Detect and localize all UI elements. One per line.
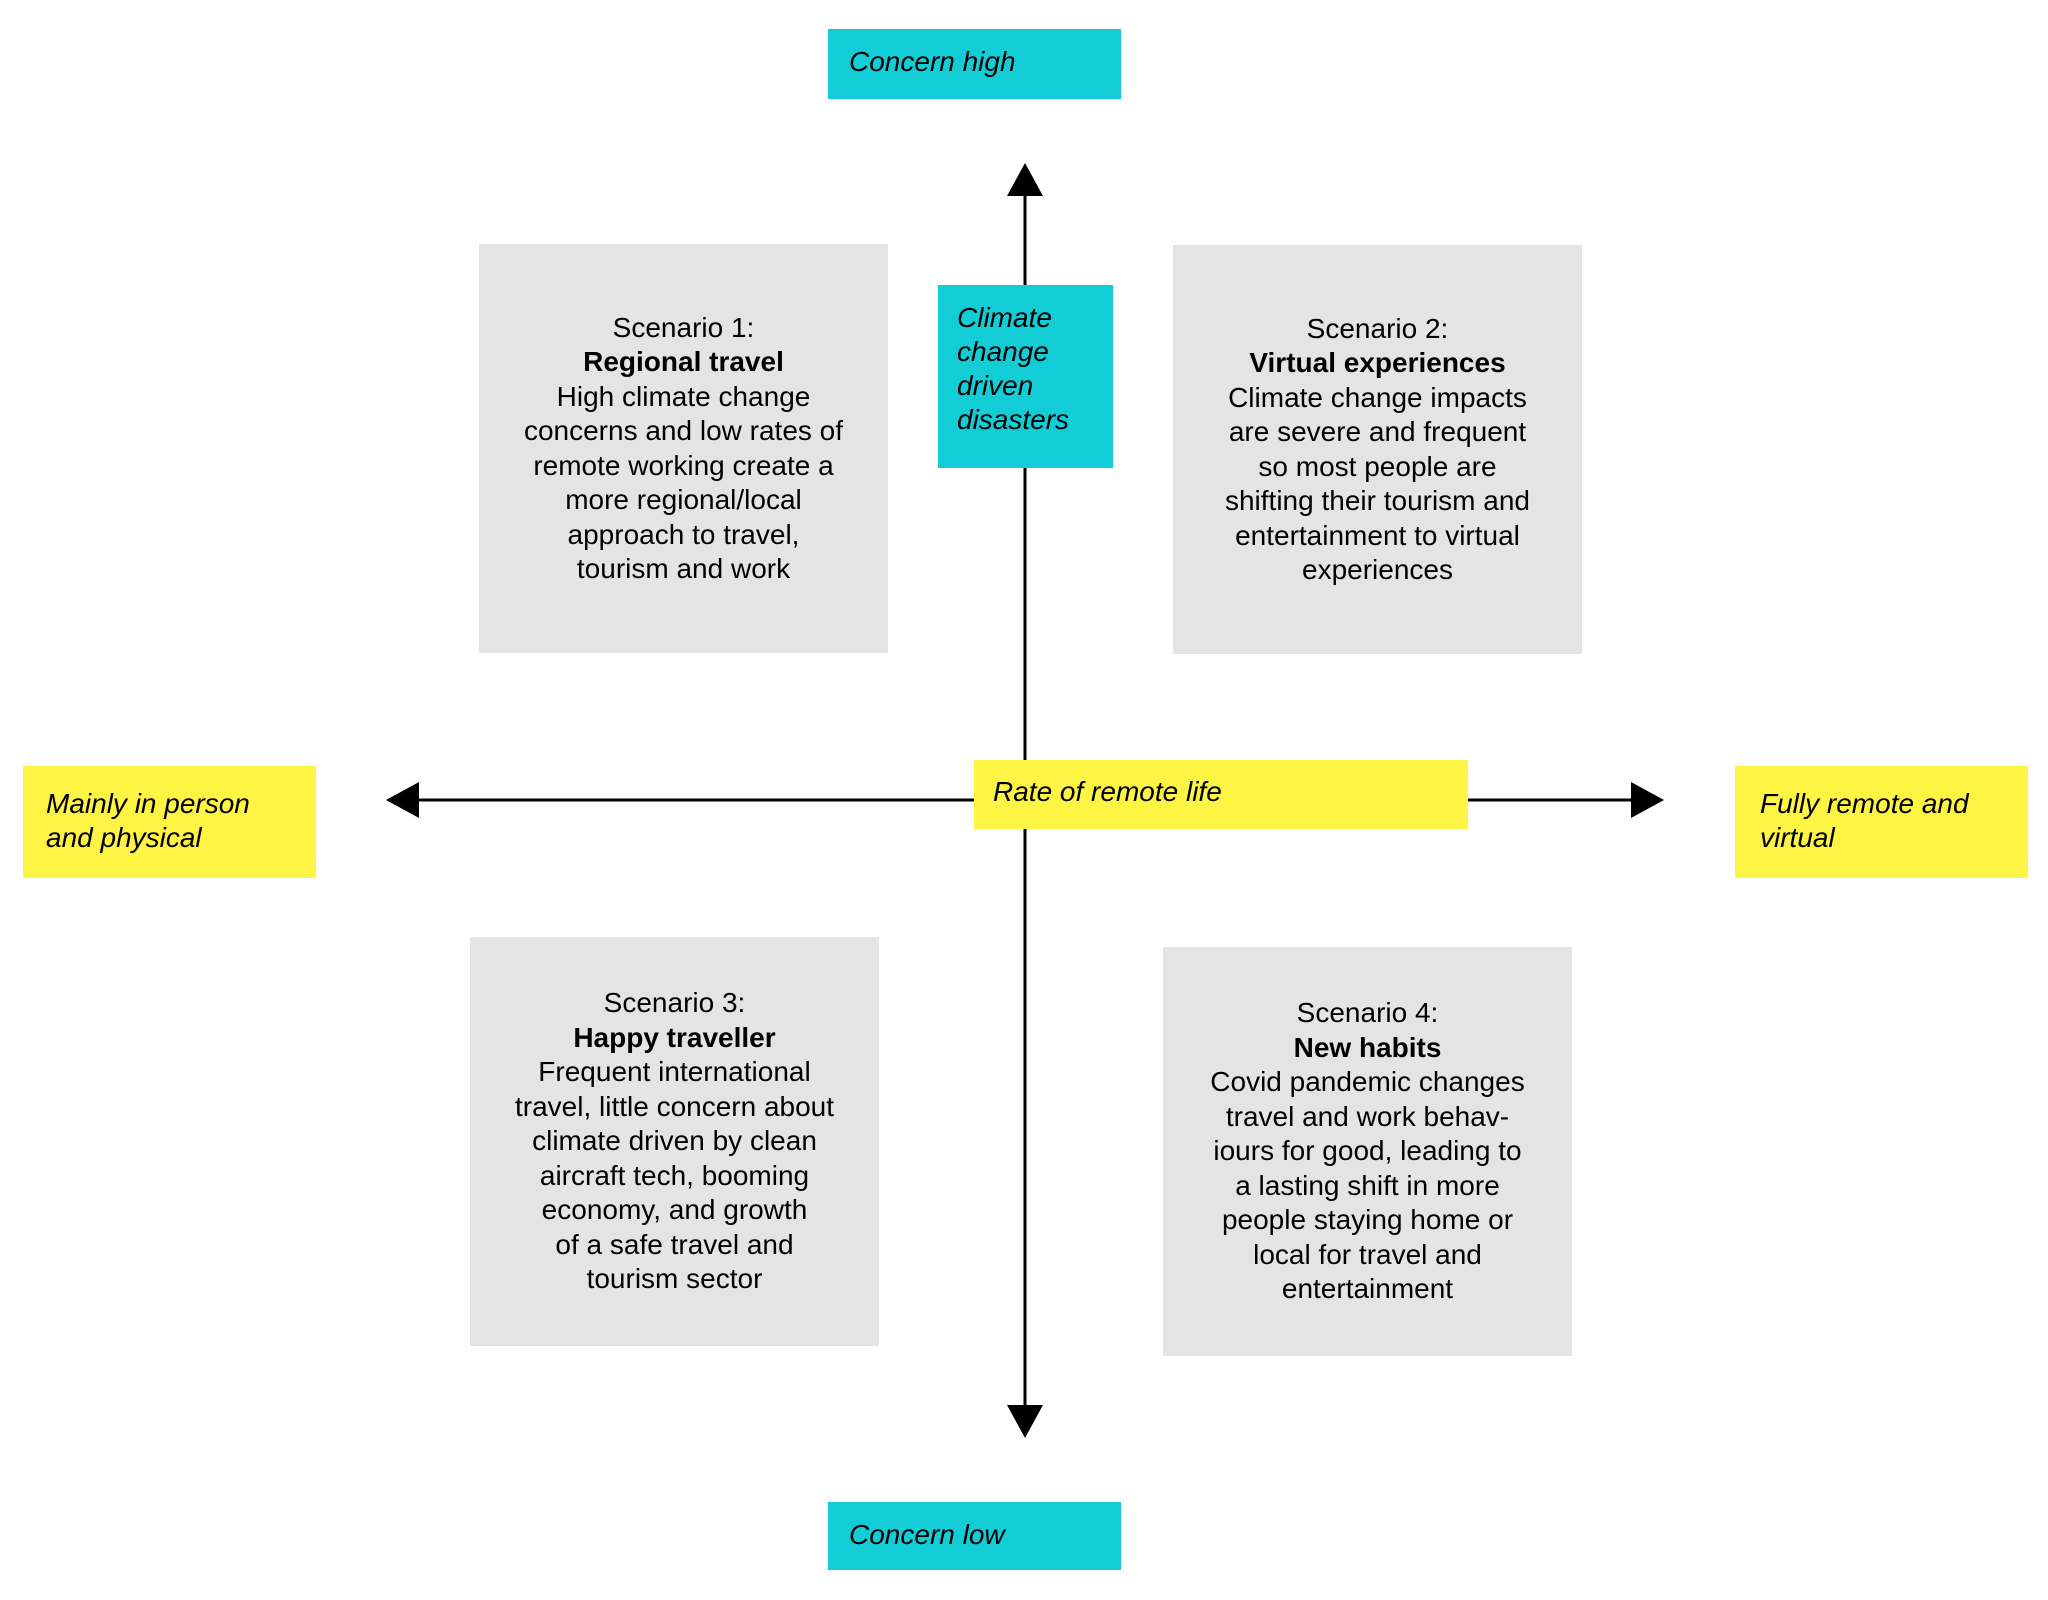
concern-low-label: Concern low [828, 1502, 1121, 1570]
remote-life-axis-label: Rate of remote life [974, 760, 1468, 829]
scenario-description: High climate change concerns and low rat… [523, 380, 844, 585]
arrow-right-icon [1631, 782, 1664, 818]
scenario-description: Climate change impacts are severe and fr… [1224, 381, 1531, 586]
scenario-number: Scenario 4: [1296, 997, 1439, 1029]
scenario-description: Frequent international travel, little co… [514, 1056, 835, 1295]
arrow-up-icon [1007, 163, 1043, 196]
scenario-description: Covid pandemic changes travel and work b… [1210, 1066, 1525, 1305]
arrow-down-icon [1007, 1405, 1043, 1438]
concern-high-label: Concern high [828, 29, 1121, 99]
scenario-title: New habits [1293, 1031, 1442, 1063]
scenario-title: Virtual experiences [1249, 347, 1506, 378]
scenario-2-box: Scenario 2: Virtual experiences Climate … [1173, 245, 1582, 654]
climate-change-axis-label: Climate change driven disasters [938, 285, 1113, 468]
scenario-number: Scenario 1: [612, 311, 755, 343]
fully-remote-label: Fully remote and virtual [1735, 766, 2028, 878]
scenario-1-box: Scenario 1: Regional travel High climate… [479, 244, 888, 653]
in-person-label: Mainly in person and physical [23, 766, 316, 878]
scenario-number: Scenario 3: [603, 987, 746, 1019]
scenario-title: Happy traveller [573, 1021, 776, 1053]
scenario-3-box: Scenario 3: Happy traveller Frequent int… [470, 937, 879, 1346]
scenario-number: Scenario 2: [1306, 312, 1449, 344]
scenario-4-box: Scenario 4: New habits Covid pandemic ch… [1163, 947, 1572, 1356]
arrow-left-icon [386, 782, 419, 818]
scenario-title: Regional travel [583, 346, 784, 377]
